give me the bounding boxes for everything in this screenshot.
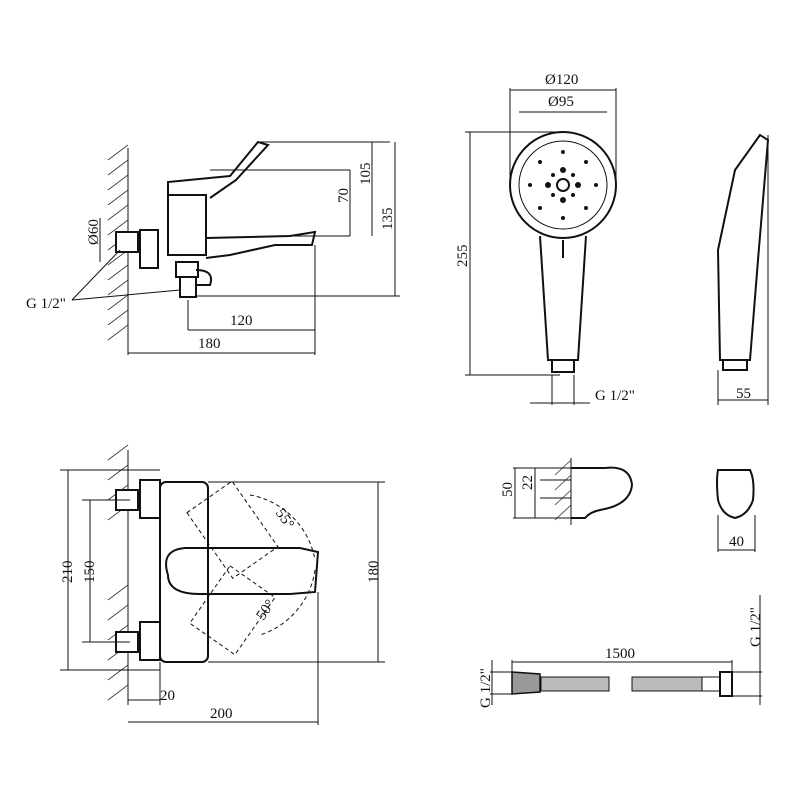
dim-255: 255 xyxy=(455,245,471,268)
dim-50: 50 xyxy=(500,482,516,497)
dim-20: 20 xyxy=(160,688,175,704)
angle-55: 55° xyxy=(272,506,297,532)
dim-22: 22 xyxy=(520,475,536,490)
mixer-front-view: 210 150 55° 50° 180 20 200 xyxy=(60,444,385,725)
dim-40: 40 xyxy=(729,534,744,550)
dim-1500: 1500 xyxy=(605,646,635,662)
dim-180: 180 xyxy=(198,336,221,352)
dim-150: 150 xyxy=(82,561,98,584)
dim-210: 210 xyxy=(60,561,76,584)
thread-label: G 1/2" xyxy=(26,296,66,312)
shower-head-view: Ø120 Ø95 255 G 1/2" 55 xyxy=(455,72,770,405)
thread-label: G 1/2" xyxy=(595,388,635,404)
dim-70: 70 xyxy=(336,188,352,203)
thread-left: G 1/2" xyxy=(478,668,494,708)
angle-50: 50° xyxy=(254,597,279,623)
mixer-side-view: 70 105 135 Ø60 G 1/2" 120 180 xyxy=(26,140,400,355)
hose-view: 1500 G 1/2" G 1/2" xyxy=(478,595,764,708)
dim-diameter-95: Ø95 xyxy=(548,94,574,110)
holder-views: 50 22 40 xyxy=(500,458,756,552)
dim-diameter-120: Ø120 xyxy=(545,72,578,88)
dim-135: 135 xyxy=(380,208,396,231)
dim-120: 120 xyxy=(230,313,253,329)
dimension-lines xyxy=(71,141,400,355)
thread-right: G 1/2" xyxy=(748,607,764,647)
dim-105: 105 xyxy=(358,163,374,186)
dim-diameter-60: Ø60 xyxy=(86,219,102,245)
dim-180: 180 xyxy=(366,561,382,584)
dim-200: 200 xyxy=(210,706,233,722)
dim-55: 55 xyxy=(736,386,751,402)
